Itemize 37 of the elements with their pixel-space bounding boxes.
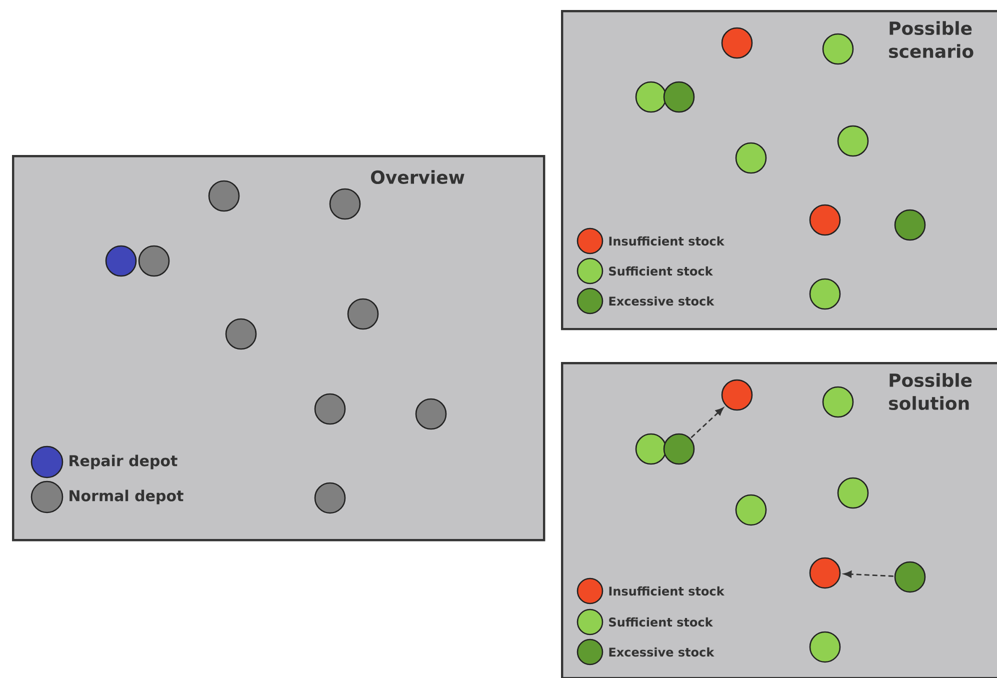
legend-label: Sufficient stock	[609, 617, 714, 627]
arrow	[844, 570, 894, 578]
depot-circle	[314, 393, 346, 425]
arrow	[690, 408, 724, 438]
depot-circle	[894, 209, 926, 241]
depot-circle	[809, 631, 841, 663]
depot-circle	[735, 494, 767, 526]
legend-label: Normal depot	[70, 490, 184, 504]
depot-circle	[225, 318, 257, 350]
depot-circle	[138, 245, 170, 277]
depot-circle	[663, 81, 695, 113]
depot-circle	[822, 33, 854, 65]
depot-circle	[635, 81, 667, 113]
depot-circle	[415, 398, 447, 430]
depot-circle	[347, 298, 379, 330]
legend-label: Sufficient stock	[609, 266, 714, 276]
depot-circle	[837, 477, 869, 509]
legend-label: Excessive stock	[609, 647, 714, 657]
depot-circle	[894, 561, 926, 593]
legend-label: Excessive stock	[609, 296, 714, 306]
depot-circle	[809, 204, 841, 236]
depot-circle	[208, 180, 240, 212]
depot-circle	[721, 27, 753, 59]
depot-circle	[721, 379, 753, 411]
depot-circle	[329, 188, 361, 220]
legend-label: Insufficient stock	[609, 236, 725, 246]
depot-circle	[735, 142, 767, 174]
depot-circle	[663, 433, 695, 465]
depot-circle	[314, 482, 346, 514]
depot-circle	[837, 125, 869, 157]
depot-circle	[635, 433, 667, 465]
depot-circle	[105, 245, 137, 277]
depot-circle	[822, 386, 854, 418]
legend-label: Insufficient stock	[609, 586, 725, 596]
legend-label: Repair depot	[70, 454, 178, 470]
depot-circle	[809, 278, 841, 310]
depot-circle	[809, 557, 841, 589]
